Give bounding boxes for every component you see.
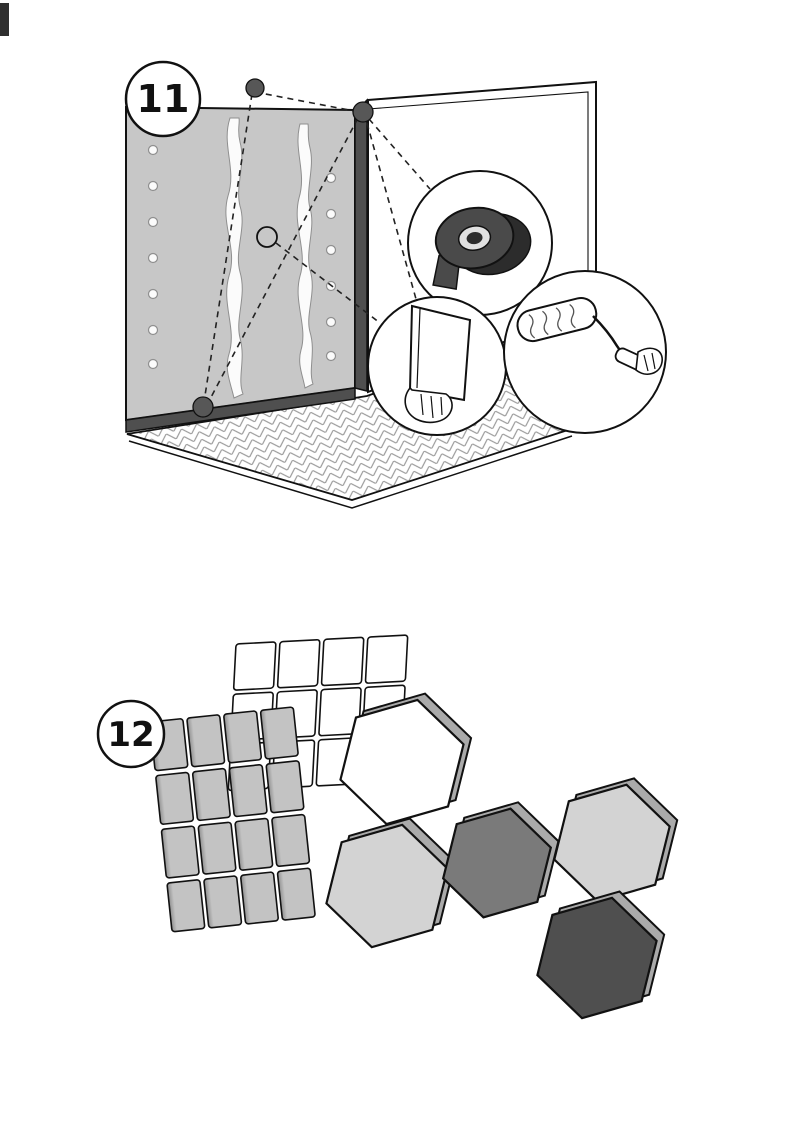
tile (276, 867, 316, 921)
hex-tile-dark-middle (441, 801, 560, 919)
tile (228, 764, 268, 818)
tile (265, 760, 305, 814)
tile (259, 706, 299, 760)
tile (320, 636, 365, 687)
step-12-badge-circle (96, 699, 166, 769)
hex-tile-white (339, 692, 473, 826)
hex-tile-face (441, 807, 553, 919)
step-12-number: 12 (107, 715, 154, 755)
tape-roll-hole (466, 232, 483, 245)
page-corner-mark (0, 3, 9, 36)
adhesive-spreader-icon (404, 304, 472, 424)
step-11-badge: 11 (124, 60, 202, 138)
tile (232, 641, 277, 691)
hex-tile-dark-bottom (536, 890, 666, 1020)
hex-tile-light-left (325, 817, 457, 949)
step-11-badge-circle (124, 60, 202, 138)
tile (276, 638, 321, 689)
adhesive-dot (325, 244, 337, 256)
corner-trim (354, 98, 368, 392)
tile (186, 714, 226, 768)
roller-texture (528, 303, 576, 339)
tile (166, 879, 206, 933)
adhesive-dot (325, 350, 337, 362)
spreader-blade (408, 304, 472, 402)
adhesive-dot (325, 316, 337, 328)
tile (364, 634, 409, 684)
hex-tile-light-right (553, 777, 679, 903)
roller-hand-fingers (643, 352, 656, 372)
step-11-illustration: 11 (124, 60, 667, 509)
adhesive-blob-top (245, 78, 265, 98)
tile (191, 767, 231, 822)
hex-tile-face (325, 823, 449, 949)
spreader-hand (404, 386, 453, 424)
adhesive-strip-right (296, 123, 314, 389)
tile (155, 771, 195, 825)
baseboard (125, 387, 356, 433)
adhesive-dot (147, 252, 159, 264)
tape-roll-icon (432, 206, 532, 290)
step-12-badge: 12 (96, 699, 166, 769)
tile (223, 710, 263, 764)
adhesive-blob-corner (352, 101, 374, 123)
right-wall-inner-edge (367, 91, 589, 300)
tile (240, 871, 279, 925)
spreader-fold-line (416, 308, 421, 389)
tile (234, 817, 274, 871)
tile (271, 813, 311, 868)
adhesive-dot (147, 180, 159, 192)
guide-dashed-line (366, 122, 417, 300)
adhesive-dot (325, 172, 337, 184)
adhesive-blob-bottom (192, 396, 214, 418)
callout-roller (503, 270, 667, 434)
spreader-hand-fingers (420, 393, 443, 419)
step-11-number: 11 (137, 77, 190, 121)
adhesive-dot (147, 144, 159, 156)
marker-circle (256, 226, 278, 248)
roller-sleeve (516, 296, 598, 343)
tile (160, 825, 200, 879)
adhesive-dot (147, 358, 159, 370)
adhesive-dot (147, 216, 159, 228)
hex-tile-face (536, 896, 658, 1020)
guide-lines (203, 91, 431, 404)
roller-hand (635, 347, 663, 375)
adhesive-strip-left (225, 117, 244, 399)
step-12-illustration: 12 (96, 634, 679, 1020)
adhesive-dot (325, 208, 337, 220)
callout-spreader (367, 296, 507, 436)
tile (197, 821, 237, 875)
adhesive-dot (147, 288, 159, 300)
floor-slab-edge (128, 435, 573, 509)
roller-body (516, 296, 598, 343)
tile (203, 875, 243, 929)
hex-tile-face (339, 698, 465, 826)
gray-tile-mat (149, 706, 316, 933)
tile (318, 686, 362, 737)
guide-dashed-line (368, 118, 431, 190)
paint-roller-icon (516, 296, 663, 375)
hex-tile-face (553, 783, 671, 903)
guide-dashed-line (207, 117, 359, 404)
callout-tape (407, 170, 553, 316)
adhesive-dot (147, 324, 159, 336)
guide-dashed-line (203, 93, 253, 403)
guide-dashed-line (254, 91, 355, 112)
